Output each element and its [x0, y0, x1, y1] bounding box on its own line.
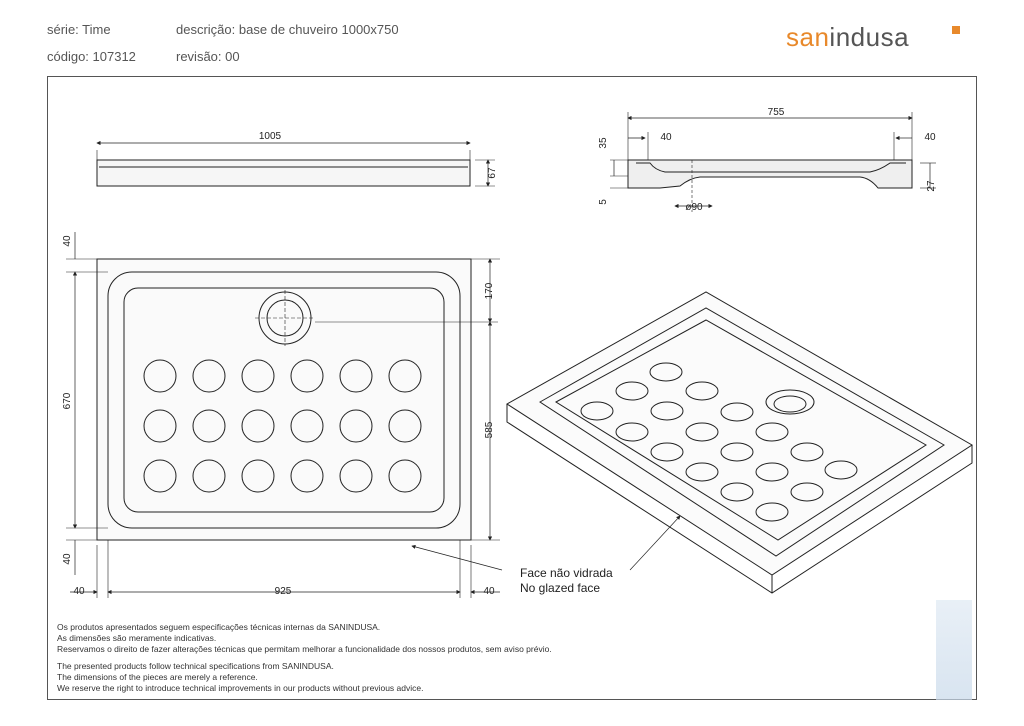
dim-plan-left: 40	[73, 586, 85, 597]
dim-plan-top: 40	[62, 235, 73, 247]
dim-plan-bottom: 40	[62, 553, 73, 565]
callout-pt: Face não vidrada	[520, 566, 613, 580]
plan-view	[66, 232, 503, 598]
dim-side-right: 40	[924, 132, 936, 143]
dim-plan-right: 40	[483, 586, 495, 597]
side-section-view	[610, 112, 936, 212]
logo-part-indusa: indusa	[829, 22, 910, 52]
top-elevation-view	[96, 140, 495, 187]
isometric-view	[506, 291, 973, 594]
notes-en: The presented products follow technical …	[57, 661, 423, 694]
descricao-label: descrição: base de chuveiro 1000x750	[176, 22, 399, 37]
anti-slip-dots-iso	[580, 362, 858, 522]
notes-pt: Os produtos apresentados seguem especifi…	[57, 622, 552, 655]
dim-plan-inner-width: 925	[275, 586, 292, 597]
logo-part-san: san	[786, 22, 830, 52]
dim-side-27: 27	[926, 180, 937, 192]
callout-en: No glazed face	[520, 581, 601, 595]
anti-slip-dots-plan	[143, 359, 422, 493]
dim-plan-height: 670	[62, 392, 73, 409]
dim-side-35: 35	[598, 137, 609, 149]
drawing-frame	[47, 76, 977, 700]
note-pt-2: As dimensões são meramente indicativas.	[57, 633, 217, 643]
note-pt-1: Os produtos apresentados seguem especifi…	[57, 622, 381, 632]
dim-side-total: 755	[768, 107, 785, 118]
note-en-1: The presented products follow technical …	[57, 661, 334, 671]
dim-side-drain: ø90	[685, 202, 703, 213]
note-en-2: The dimensions of the pieces are merely …	[57, 672, 258, 682]
dim-top-height: 67	[487, 167, 498, 179]
logo-square-icon	[952, 26, 960, 34]
note-pt-3: Reservamos o direito de fazer alterações…	[57, 644, 552, 654]
codigo-label: código: 107312	[47, 49, 136, 64]
dim-top-width: 1005	[259, 131, 282, 142]
dim-plan-inner: 585	[484, 421, 495, 438]
sanindusa-logo: sanindusa	[786, 22, 960, 53]
dim-side-5: 5	[598, 199, 609, 205]
serie-label: série: Time	[47, 22, 111, 37]
note-en-3: We reserve the right to introduce techni…	[57, 683, 424, 693]
dim-plan-drain-offset: 170	[484, 282, 495, 299]
revisao-label: revisão: 00	[176, 49, 240, 64]
dim-side-left: 40	[660, 132, 672, 143]
decorative-watermark	[936, 600, 972, 700]
